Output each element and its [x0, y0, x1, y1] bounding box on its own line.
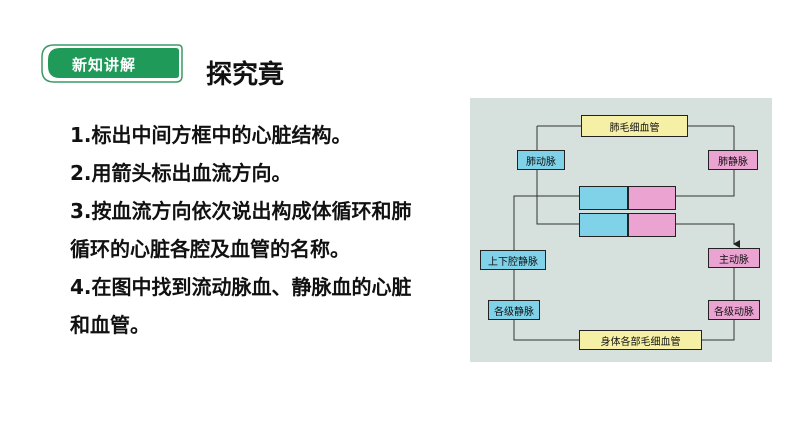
page-title: 探究竟	[206, 60, 285, 90]
diagram-lines	[513, 125, 740, 341]
arteries-label: 各级动脉	[708, 300, 760, 320]
question-line: 循环的心脏各腔及血管的名称。	[70, 237, 350, 261]
question-line: 2.用箭头标出血流方向。	[70, 161, 292, 185]
question-line: 和血管。	[70, 313, 150, 337]
question-line: 1.标出中间方框中的心脏结构。	[70, 123, 352, 147]
blood-circulation-diagram: 肺毛细血管 肺动脉 肺静脉 上下腔静脉 主动脉 各级静脉 各级动脉 身体各部毛细…	[470, 98, 772, 362]
lung-capillaries-label: 肺毛细血管	[581, 115, 688, 137]
right-ventricle-box	[579, 213, 628, 237]
veins-label: 各级静脉	[488, 300, 540, 320]
vena-cava-label: 上下腔静脉	[480, 250, 546, 270]
question-list: 1.标出中间方框中的心脏结构。 2.用箭头标出血流方向。 3.按血流方向依次说出…	[70, 116, 470, 344]
aorta-label: 主动脉	[708, 248, 760, 268]
badge-shape	[41, 44, 183, 83]
body-capillaries-label: 身体各部毛细血管	[579, 330, 702, 350]
badge-label: 新知讲解	[72, 56, 137, 74]
section-badge: 新知讲解	[38, 42, 184, 88]
left-atrium-box	[628, 186, 676, 210]
pulmonary-vein-label: 肺静脉	[708, 150, 758, 170]
question-line: 3.按血流方向依次说出构成体循环和肺	[70, 199, 412, 223]
question-line: 4.在图中找到流动脉血、静脉血的心脏	[70, 275, 412, 299]
left-ventricle-box	[628, 213, 676, 237]
right-atrium-box	[579, 186, 628, 210]
pulmonary-artery-label: 肺动脉	[517, 150, 565, 170]
